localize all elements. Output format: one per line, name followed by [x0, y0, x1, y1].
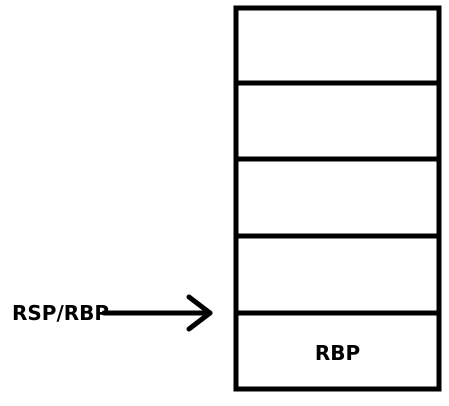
arrow-head	[186, 294, 213, 332]
pointer-label: RSP/RBP	[12, 301, 110, 325]
pointer-arrow	[101, 294, 213, 332]
stack-cell-label-rbp: RBP	[314, 341, 361, 365]
stack-outline	[233, 5, 442, 392]
stack-frame	[233, 5, 442, 392]
